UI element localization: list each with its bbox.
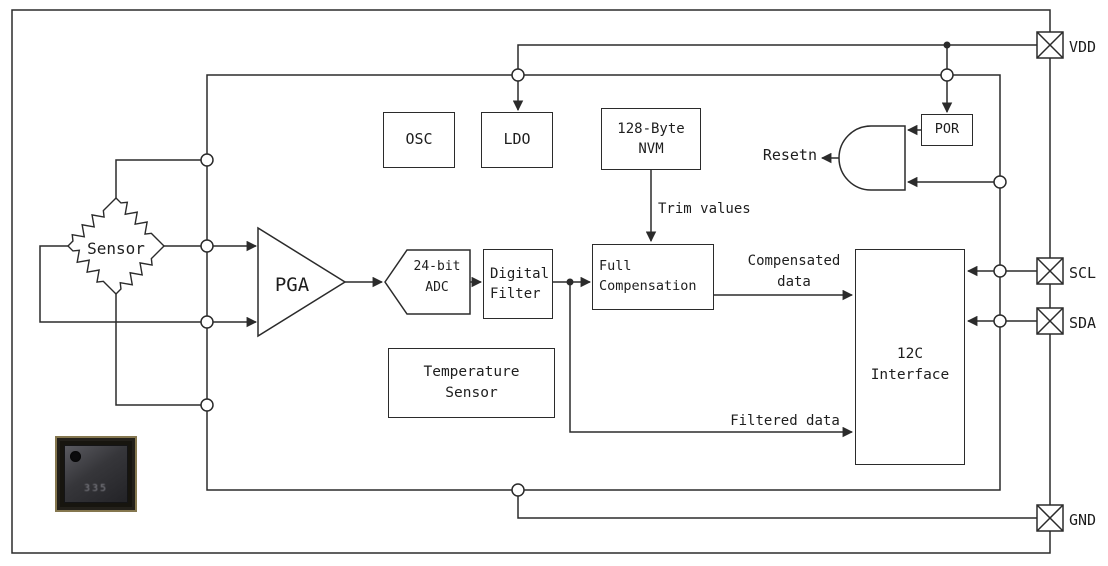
compensated-data-label: Compensated data <box>733 251 855 293</box>
resetn-label: Resetn <box>762 146 817 164</box>
chip-lid: 335 <box>64 445 128 503</box>
pin-gnd-symbol <box>1036 504 1064 532</box>
wire-vdd-to-ldo <box>512 44 1037 112</box>
sensor-bridge-label: Sensor <box>87 239 145 258</box>
wire-filtered-data <box>569 282 854 438</box>
connection-nodes <box>200 68 1007 497</box>
i2c-interface-label-line2: Interface <box>870 367 950 383</box>
pin-label-vdd: VDD <box>1069 38 1097 56</box>
chip-photo: 335 <box>55 436 137 512</box>
digital-filter-label-line1: Digital <box>490 265 550 282</box>
adc-label-line2: ADC <box>425 280 449 296</box>
osc-label: OSC <box>405 130 433 149</box>
wires <box>39 44 1037 519</box>
nvm-block: 128-Byte NVM <box>601 108 701 170</box>
pin-sda-symbol <box>1036 307 1064 335</box>
ldo-block: LDO <box>481 112 553 168</box>
ldo-label: LDO <box>503 130 531 149</box>
por-label: POR <box>934 121 960 138</box>
pin-vdd-symbol <box>1036 31 1064 59</box>
pga-label: PGA <box>274 274 310 296</box>
bridge-resistor-top-right <box>115 197 165 247</box>
and-gate <box>838 125 906 191</box>
compensated-data-line2: data <box>777 274 811 290</box>
pga-triangle <box>257 226 347 338</box>
pin1-dot-icon <box>70 451 81 462</box>
bridge-resistor-top-left <box>67 197 117 247</box>
por-block: POR <box>921 114 973 146</box>
full-compensation-label-line2: Compensation <box>599 278 697 294</box>
pin-symbols <box>1036 31 1064 532</box>
full-compensation-label-line1: Full <box>599 258 632 275</box>
temperature-sensor-label-line1: Temperature <box>423 363 520 380</box>
chip-marking: 335 <box>83 483 109 494</box>
pin-label-gnd: GND <box>1069 511 1097 529</box>
inner-border <box>206 74 1001 491</box>
temperature-sensor-block: Temperature Sensor <box>388 348 555 418</box>
i2c-interface-label-line1: 12C <box>896 345 924 362</box>
pin-label-scl: SCL <box>1069 264 1097 282</box>
digital-filter-block: Digital Filter <box>483 249 553 319</box>
osc-block: OSC <box>383 112 455 168</box>
wire-bridge-bottom <box>115 294 207 406</box>
trim-values-label: Trim values <box>658 201 751 217</box>
junction-dots <box>566 41 951 286</box>
bridge-resistor-bottom-left <box>67 245 117 295</box>
filtered-data-label: Filtered data <box>730 413 840 429</box>
pin-scl-symbol <box>1036 257 1064 285</box>
temperature-sensor-label-line2: Sensor <box>445 385 498 401</box>
bridge-resistor-bottom-right <box>115 245 165 295</box>
nvm-label-line1: 128-Byte <box>617 120 685 137</box>
full-compensation-block: Full Compensation <box>592 244 714 310</box>
sensor-bridge-shape <box>67 197 165 295</box>
i2c-interface-block: 12C Interface <box>855 249 965 465</box>
adc-label: 24-bit ADC <box>406 256 468 299</box>
wire-bridge-top <box>115 159 207 198</box>
adc-label-line1: 24-bit <box>413 259 461 274</box>
wire-bridge-to-pga-2 <box>39 245 258 328</box>
digital-filter-label-line2: Filter <box>490 286 541 302</box>
adc-shape <box>384 249 471 315</box>
pin-label-sda: SDA <box>1069 314 1097 332</box>
compensated-data-line1: Compensated <box>747 253 841 269</box>
nvm-label-line2: NVM <box>638 141 664 157</box>
wire-gnd <box>517 490 1037 519</box>
